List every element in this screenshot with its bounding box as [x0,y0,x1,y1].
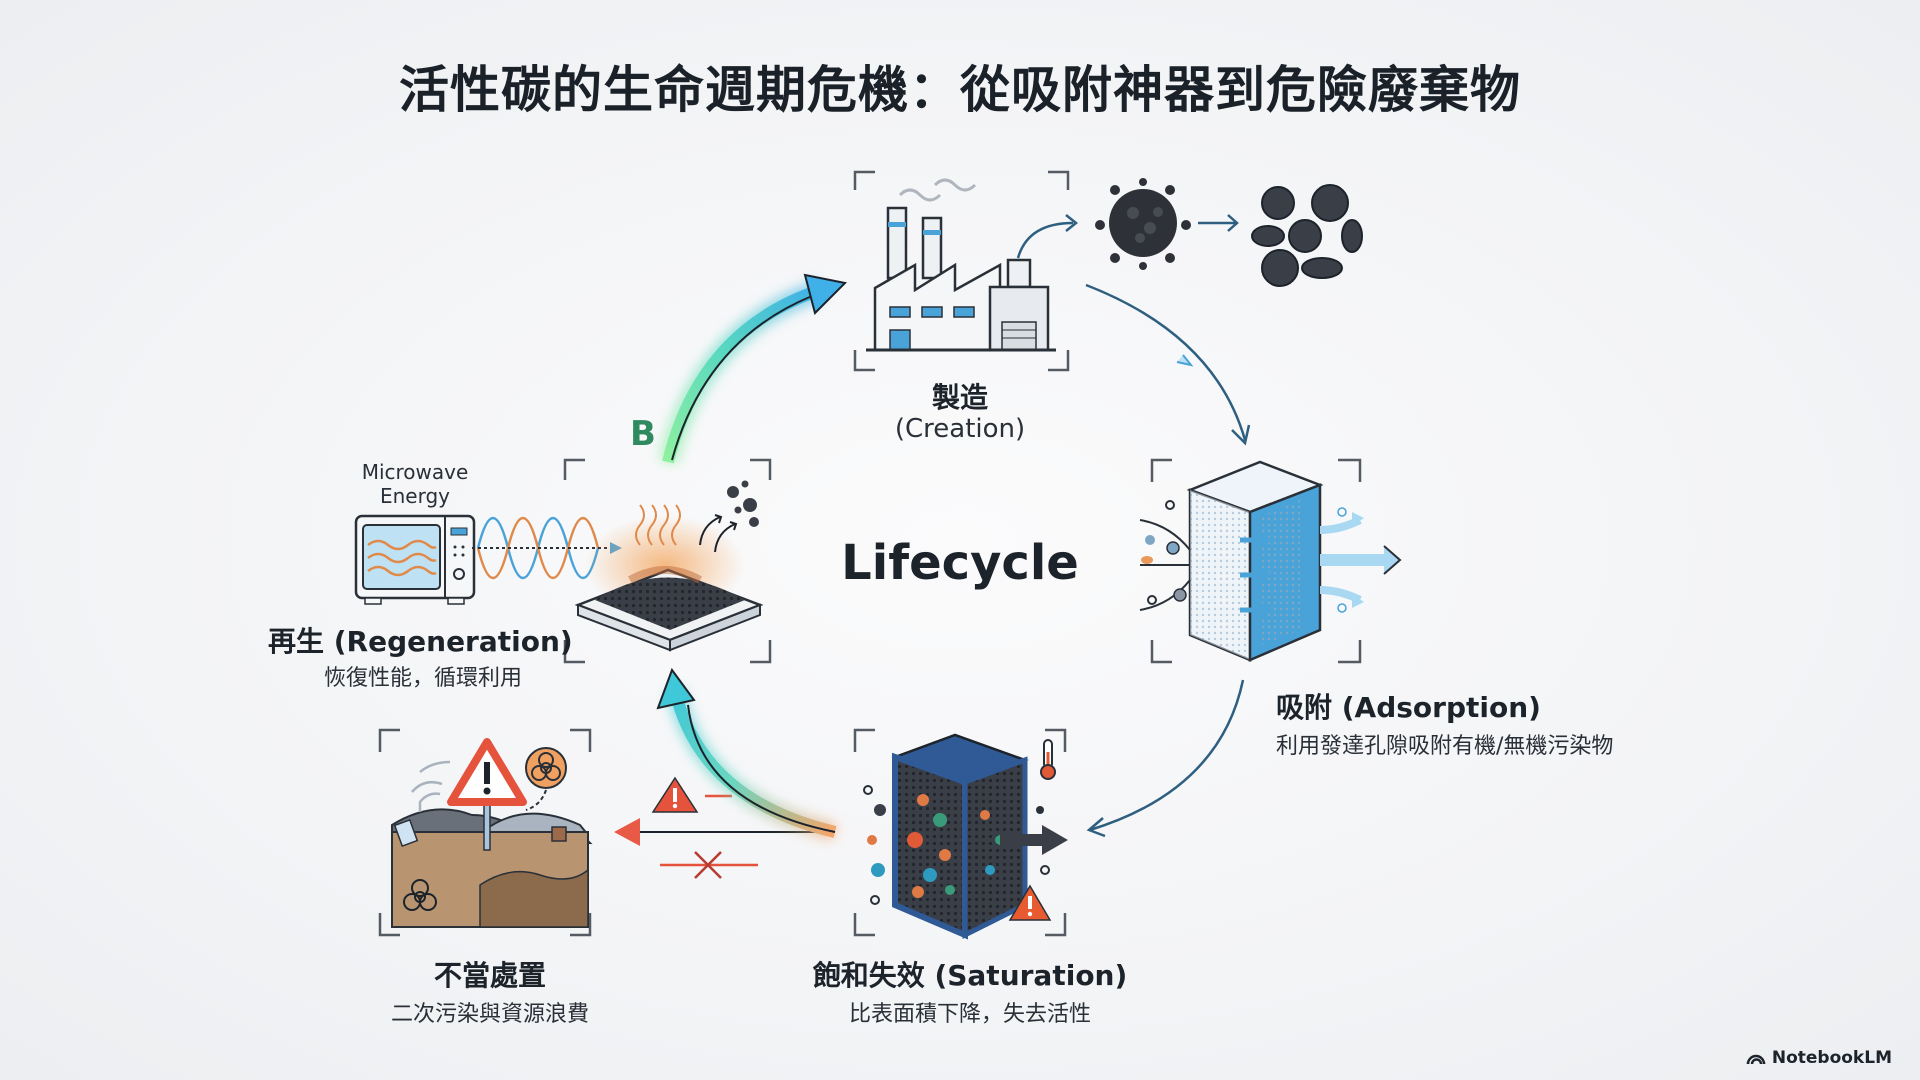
regeneration-frame [563,458,772,664]
creation-frame [853,170,1070,372]
regeneration-subtitle: 恢復性能，循環利用 [324,666,523,691]
saturation-warning-icon [1008,884,1052,921]
cross-icon [660,851,758,879]
disposal-subtitle: 二次污染與資源浪費 [390,1002,589,1027]
carbon-bed-icon [574,480,764,652]
disposal-title: 不當處置 [433,959,546,992]
soil-biohazard-icon [403,879,437,911]
thermometer-icon [1040,739,1056,780]
saturated-filter-icon [863,733,1068,940]
brand-watermark: NotebookLM [1746,1048,1892,1068]
saturation-title: 飽和失效 (Saturation) [812,959,1128,992]
landfill-icon [391,808,593,928]
creation-title: 製造 [931,381,988,414]
disposal-warning-icon [651,776,732,813]
disposal-arrow [614,818,835,846]
microwave-energy-label: Microwave Energy [361,460,469,508]
brand-name: NotebookLM [1771,1048,1892,1068]
road-warning-sign-icon [447,738,527,851]
regeneration-arrow [656,667,838,841]
notebooklm-logo-icon [1746,1054,1766,1065]
factory-icon [866,178,1056,352]
path-marker-b: B [630,414,656,454]
page-title: 活性碳的生命週期危機：從吸附神器到危險廢棄物 [399,61,1521,119]
microwave-icon [354,514,476,605]
adsorption-title: 吸附 (Adsorption) [1276,691,1541,724]
filter-block-icon [1139,460,1402,662]
biohazard-icon [525,747,567,811]
adsorption-frame [1150,458,1362,664]
disposal-frame [378,728,592,937]
return-to-creation-arrow [658,273,848,465]
carbon-pellets-icon [1251,184,1363,287]
adsorption-subtitle: 利用發達孔隙吸附有機/無機污染物 [1276,734,1614,759]
creation-subtitle: (Creation) [894,414,1026,444]
lifecycle-center-label: Lifecycle [841,535,1079,591]
saturation-frame [853,728,1067,937]
carbon-granule-icon [1095,178,1191,270]
regeneration-title: 再生 (Regeneration) [268,625,573,658]
saturation-subtitle: 比表面積下降，失去活性 [848,1002,1091,1027]
